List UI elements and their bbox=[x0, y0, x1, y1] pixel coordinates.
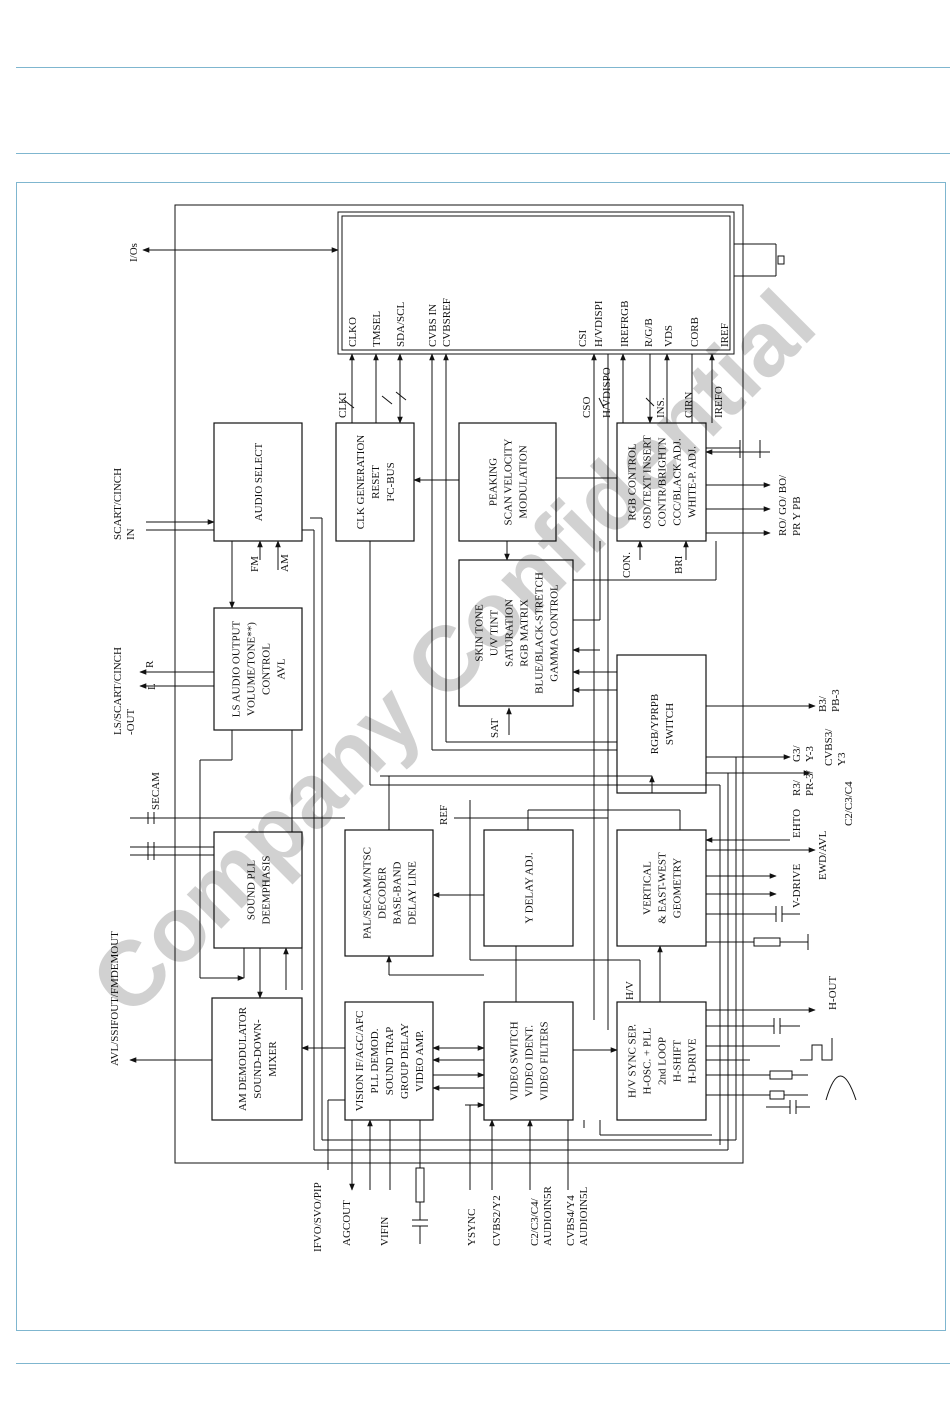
ios-label: I/Os bbox=[128, 243, 140, 262]
agcout-label: AGCOUT bbox=[341, 1200, 353, 1246]
rgb-control-block bbox=[616, 422, 707, 542]
avl-out-label: AVL/SSIFOUT/FMDEMOUT bbox=[109, 931, 121, 1066]
irefo-label: IREFO bbox=[713, 386, 725, 418]
io-pin-lines bbox=[343, 353, 715, 1030]
ref-label: REF bbox=[438, 805, 450, 825]
io-pin-corb: CORB bbox=[689, 317, 701, 347]
rgb-out-label: RO/ GO/ BO/PR Y PB bbox=[777, 474, 803, 536]
cvbs4-label: CVBS4/Y4AUDIOIN5L bbox=[565, 1186, 590, 1246]
am-label: AM bbox=[279, 554, 291, 572]
video-switch-block bbox=[483, 1001, 574, 1121]
rgb-switch-block bbox=[616, 654, 707, 794]
l-label: L bbox=[146, 683, 158, 690]
header-rule bbox=[16, 153, 950, 154]
sat-label: SAT bbox=[489, 718, 501, 738]
am-demod-block bbox=[211, 997, 303, 1121]
ysync-label: YSYNC bbox=[466, 1209, 478, 1246]
internal-wiring bbox=[129, 243, 857, 1244]
ehto-label: EHTO bbox=[791, 809, 803, 838]
io-pin-iref: IREF bbox=[719, 323, 731, 347]
vision-if-block bbox=[344, 1001, 434, 1121]
ls-out-label: LS/SCART/CINCH-OUT bbox=[112, 647, 137, 735]
peaking-block bbox=[458, 422, 557, 542]
cso-label: CSO bbox=[581, 397, 593, 418]
r3-label: R3/PR-3/ bbox=[791, 769, 816, 796]
top-rule bbox=[16, 67, 950, 68]
b3-label: B3/PB-3 bbox=[817, 689, 842, 712]
cvbs3-label: CVBS3/Y3 bbox=[823, 728, 848, 766]
skin-tone-block bbox=[458, 559, 574, 707]
hsync-block bbox=[616, 1001, 707, 1121]
clk-generation-block bbox=[335, 422, 415, 542]
vdrive-label: V-DRIVE bbox=[791, 864, 803, 908]
io-pin-cvbsref: CVBSREF bbox=[441, 298, 453, 347]
c2c3-label: C2/C3/C4 bbox=[843, 781, 855, 826]
y-delay-label: Y DELAY ADJ. bbox=[524, 852, 536, 923]
io-pin-csi: CSI bbox=[577, 330, 589, 347]
figure-frame bbox=[16, 182, 946, 1331]
io-pin-sda-scl: SDA/SCL bbox=[395, 301, 407, 347]
io-pin-tmsel: TMSEL bbox=[371, 311, 383, 347]
io-pin-h-vdispi: H/VDISPI bbox=[593, 300, 605, 347]
audio-select-block bbox=[213, 422, 303, 542]
hv-label: H/V bbox=[624, 981, 636, 1000]
io-pin-irefrgb: IREFRGB bbox=[619, 301, 631, 347]
scart-in-label: SCART/CINCHIN bbox=[112, 468, 137, 540]
hvdispo-label: H/VDISPO bbox=[601, 367, 613, 418]
cvbs2-label: CVBS2/Y2 bbox=[491, 1195, 503, 1246]
decoder-block bbox=[344, 829, 434, 957]
g3-label: G3/Y-3 bbox=[791, 745, 816, 762]
c2c3c4-label: C2/C3/C4/AUDIOIN5R bbox=[529, 1185, 554, 1246]
vifin-label: VIFIN bbox=[379, 1217, 391, 1246]
r-label: R bbox=[144, 660, 156, 668]
chip-outline bbox=[174, 204, 744, 1164]
ls-audio-block bbox=[213, 607, 303, 731]
bri-label: BRI bbox=[673, 555, 685, 574]
sound-pll-block bbox=[213, 831, 303, 949]
io-pin-r-g-b: R/G/B bbox=[643, 318, 655, 347]
audio-select-label: AUDIO SELECT bbox=[253, 442, 265, 521]
y-delay-block bbox=[483, 829, 574, 947]
io-block bbox=[337, 211, 735, 355]
io-pin-cvbs-in: CVBS IN bbox=[427, 304, 439, 347]
bottom-rule bbox=[16, 1363, 950, 1364]
secam-label: SECAM bbox=[150, 772, 162, 810]
hout-label: H-OUT bbox=[827, 976, 839, 1010]
con-label: CON. bbox=[621, 552, 633, 578]
cirn-label: CIRN bbox=[683, 392, 695, 418]
fm-label: FM bbox=[249, 556, 261, 572]
clki-label: CLKI bbox=[337, 392, 349, 418]
ewd-label: EWD/AVL bbox=[817, 830, 829, 880]
ifvo-label: IFVO/SVO/PIP bbox=[312, 1182, 324, 1252]
io-pin-clko: CLKO bbox=[347, 317, 359, 347]
io-pin-vds: VDS bbox=[663, 325, 675, 347]
ins-label: INS. bbox=[655, 397, 667, 418]
